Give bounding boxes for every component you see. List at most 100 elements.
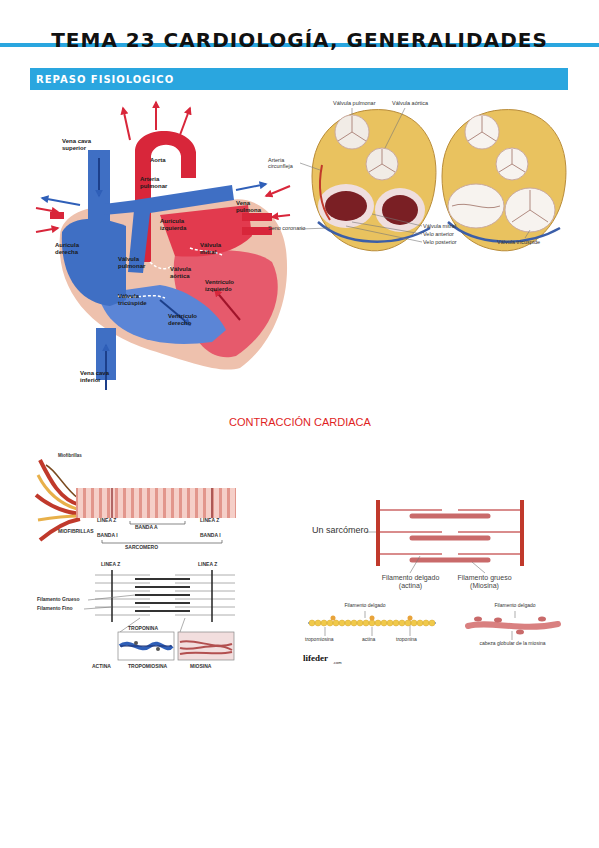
valve-sections-part bbox=[512, 190, 548, 222]
myofibril-figure-part bbox=[84, 595, 185, 632]
sarcomere-figure-part-part bbox=[512, 631, 513, 640]
sarcomere-figure-part-part bbox=[472, 562, 485, 573]
sarcomere-figure-part-part bbox=[515, 611, 516, 618]
sarcomere-figure-part bbox=[468, 624, 558, 627]
sarcomere-figure-part-part bbox=[412, 514, 488, 519]
sarcomere-figure-part-part bbox=[370, 616, 375, 621]
myofibril-figure-part-part bbox=[95, 591, 150, 592]
myofibril-figure-part bbox=[130, 521, 185, 524]
myofibril-figure-part-part bbox=[175, 575, 235, 576]
heart-illustration-part bbox=[104, 200, 136, 215]
myofibril-figure-part-part bbox=[175, 591, 235, 592]
valve-sections-part bbox=[442, 110, 566, 251]
sarcomere-figure-part-part bbox=[325, 627, 326, 636]
sarcomere-figure-part-part bbox=[423, 620, 429, 626]
sarcomere-figure-part-part bbox=[412, 536, 488, 541]
part-label: Aorta bbox=[150, 157, 180, 164]
part-label: troponina bbox=[396, 637, 431, 643]
part-label: SARCOMERO bbox=[125, 545, 185, 551]
part-label: MIOSINA bbox=[190, 664, 230, 670]
valve-sections-part bbox=[318, 184, 374, 228]
part-label: Válvula pulmonar bbox=[333, 100, 393, 106]
myofibril-figure-part-part bbox=[180, 618, 185, 632]
myofibril-figure-part bbox=[135, 579, 190, 611]
sarcomere-figure-part-part bbox=[458, 509, 520, 511]
myofibril-figure-part-part bbox=[95, 583, 150, 584]
heart-illustration-part bbox=[98, 158, 100, 196]
part-label: BANDA I bbox=[97, 533, 127, 539]
part-label: Vena pulmona bbox=[236, 200, 266, 213]
myofibril-figure-part bbox=[211, 570, 213, 622]
part-label: Ventrículo izquierdo bbox=[205, 279, 245, 292]
sarcomere-figure-part-part bbox=[387, 620, 393, 626]
myofibril-figure-part bbox=[118, 632, 174, 660]
sarcomere-figure-part-part bbox=[380, 553, 442, 555]
sarcomere-figure-part-part bbox=[405, 620, 411, 626]
heart-illustration-part bbox=[123, 108, 130, 140]
sarcomere-figure-part-part bbox=[315, 620, 321, 626]
sarcomere-figure-part-part bbox=[339, 620, 345, 626]
myofibril-figure-part-part bbox=[135, 594, 190, 596]
myofibril-figure-part-part bbox=[175, 599, 235, 600]
sarcomere-figure-part bbox=[331, 616, 413, 621]
myofibril-figure-part bbox=[211, 488, 213, 518]
part-label: Válvula tricúspide bbox=[497, 239, 567, 245]
valve-sections-part bbox=[448, 184, 504, 228]
myofibril-figure-part-part bbox=[135, 602, 190, 604]
sarcomere-figure-part-part bbox=[372, 627, 373, 636]
section-heading: CONTRACCIÓN CARDIACA bbox=[150, 416, 450, 428]
valve-sections-part bbox=[325, 191, 367, 221]
sarcomere-figure-part-part bbox=[408, 616, 413, 621]
sarcomere-figure-part-part bbox=[321, 620, 327, 626]
part-label: Filamento delgado (actina) bbox=[378, 574, 443, 589]
part-label: BANDA I bbox=[200, 533, 230, 539]
myofibril-figure-part bbox=[180, 641, 232, 654]
heart-illustration-part bbox=[150, 262, 172, 269]
part-label: Válvula aórtica bbox=[170, 266, 200, 279]
part-label: LINEA Z bbox=[200, 518, 230, 524]
myofibril-figure-part-part bbox=[95, 575, 150, 576]
page-title: TEMA 23 CARDIOLOGÍA, GENERALIDADES bbox=[0, 30, 599, 50]
valve-sections-part bbox=[366, 148, 398, 180]
valve-sections-part bbox=[300, 108, 530, 242]
heart-illustration-part bbox=[242, 227, 272, 235]
valve-sections-part bbox=[505, 188, 555, 232]
myofibril-figure-part-part bbox=[135, 610, 190, 612]
part-label: Válvula tricúspide bbox=[118, 293, 156, 306]
part-label: ACTINA bbox=[92, 664, 122, 670]
part-label: Aurícula izquierda bbox=[160, 218, 196, 231]
sarcomere-figure-part-part bbox=[380, 509, 442, 511]
part-label: Aurícula derecha bbox=[55, 242, 91, 255]
part-label: Velo posterior bbox=[423, 239, 493, 245]
sarcomere-figure-part-part bbox=[345, 620, 351, 626]
sarcomere-figure-part-part bbox=[393, 620, 399, 626]
myofibril-figure-part bbox=[178, 632, 234, 660]
heart-illustration-part bbox=[36, 228, 58, 232]
part-label: LINEA Z bbox=[97, 518, 127, 524]
sarcomere-figure-part-part bbox=[327, 620, 333, 626]
valve-sections-part-part bbox=[352, 222, 422, 234]
sarcomere-figure-part-part bbox=[516, 630, 524, 635]
sarcomere-figure-part-part bbox=[399, 620, 405, 626]
heart-illustration-part bbox=[180, 108, 190, 135]
part-label: Vena cava inferior bbox=[80, 370, 116, 383]
section-band: REPASO FISIOLOGICO bbox=[30, 68, 568, 90]
sarcomere-figure-part bbox=[474, 617, 546, 635]
sarcomere-figure-part bbox=[520, 500, 524, 566]
sarcomere-figure-part-part bbox=[365, 611, 366, 618]
myofibril-figure-part-part bbox=[84, 607, 112, 609]
valve-sections-part-part bbox=[372, 214, 422, 226]
valve-sections-part bbox=[452, 204, 500, 207]
part-label: Un sarcómero bbox=[312, 526, 382, 536]
myofibril-figure-part-part bbox=[95, 615, 150, 616]
part-label: Filamento grueso (Miosina) bbox=[452, 574, 517, 589]
part-label: Filamento Fino bbox=[37, 606, 92, 612]
part-label: Ventrículo derecho bbox=[168, 313, 206, 326]
myofibril-figure-part bbox=[120, 644, 172, 649]
myofibril-figure-part-part bbox=[175, 607, 235, 608]
valve-sections-part bbox=[465, 115, 499, 149]
part-label: Filamento delgado bbox=[335, 603, 395, 609]
heart-illustration-part bbox=[42, 198, 80, 205]
part-label: Arteria pulmonar bbox=[140, 176, 176, 189]
sarcomere-figure-part-part bbox=[458, 553, 520, 555]
